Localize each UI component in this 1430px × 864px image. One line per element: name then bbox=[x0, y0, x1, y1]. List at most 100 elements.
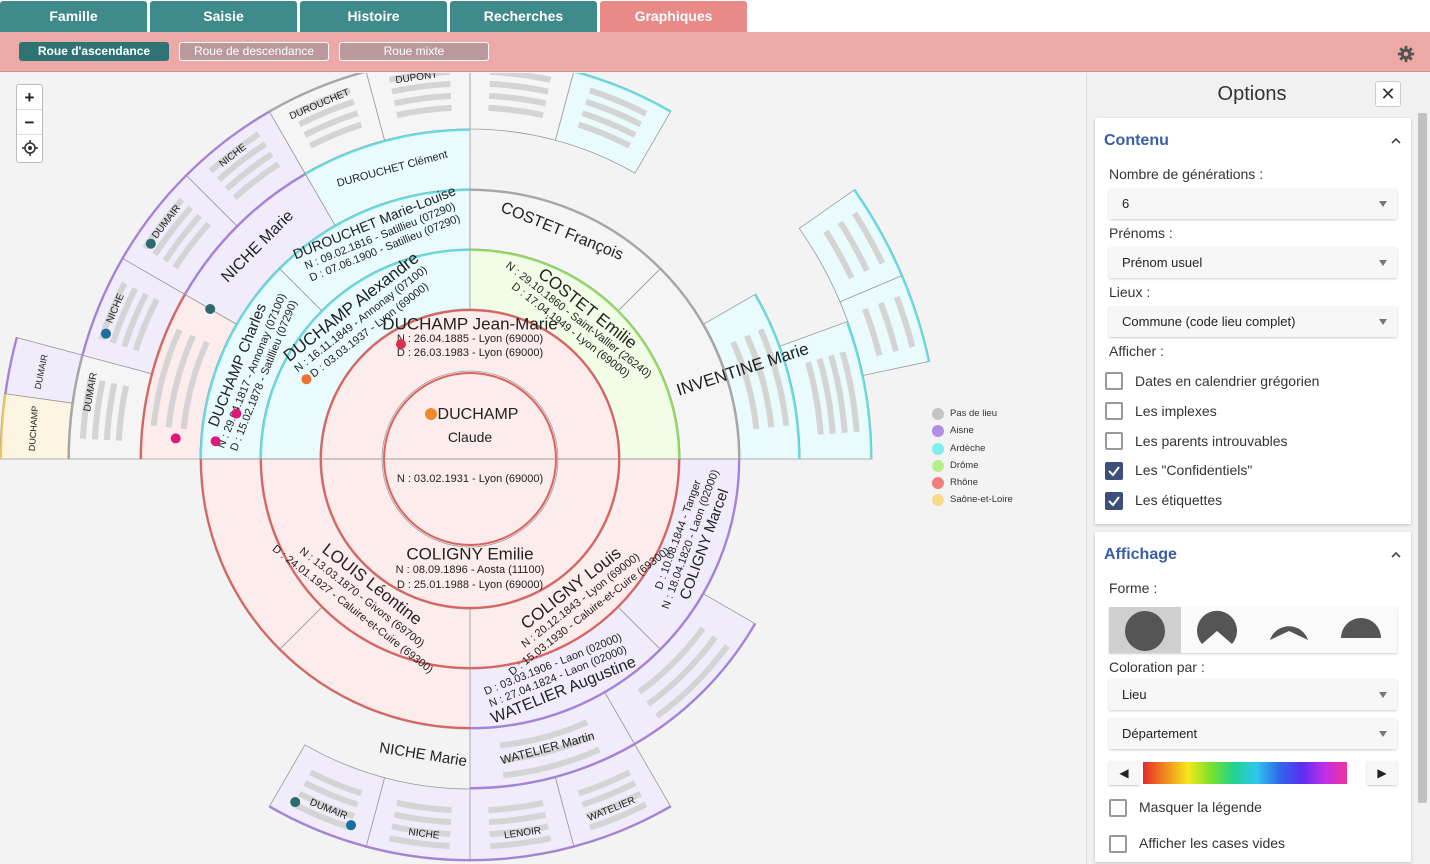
placeholder-bar bbox=[805, 361, 824, 435]
gen5-sector-rim bbox=[574, 73, 671, 113]
locate-icon bbox=[21, 140, 38, 156]
gen4-sector-rim bbox=[754, 294, 800, 460]
placeholder-bar bbox=[388, 73, 450, 83]
three-quarter-circle-icon bbox=[1197, 610, 1237, 644]
panel-scrollbar[interactable] bbox=[1414, 73, 1430, 864]
implexes-checkbox[interactable] bbox=[1105, 402, 1123, 420]
zoom-in-button[interactable]: + bbox=[17, 85, 42, 110]
placeholder-bar bbox=[581, 780, 637, 808]
gen1-birth: N : 26.04.1885 - Lyon (69000) bbox=[397, 333, 543, 345]
placeholder-bar bbox=[823, 229, 855, 280]
placeholder-bar bbox=[224, 151, 274, 192]
placeholder-bar bbox=[585, 98, 642, 128]
chevron-up-icon[interactable] bbox=[1391, 136, 1401, 146]
roue-mixte-button[interactable]: Roue mixte bbox=[339, 42, 489, 61]
zoom-out-button[interactable]: − bbox=[17, 110, 42, 135]
shape-half-circle-button[interactable] bbox=[1325, 607, 1397, 653]
coloration-select[interactable]: Lieu bbox=[1109, 679, 1397, 710]
placeholder-bar bbox=[79, 377, 94, 439]
shape-full-circle-button[interactable] bbox=[1109, 607, 1181, 653]
coloration-label: Coloration par : bbox=[1109, 659, 1205, 675]
chevron-up-icon[interactable] bbox=[1391, 550, 1401, 560]
dropdown-arrow-icon bbox=[1379, 319, 1387, 325]
gen3-sector-rim bbox=[200, 268, 281, 460]
fan-chart[interactable]: DUCHAMPDUMAIRDUMAIRNICHEDUMAIRNICHEDUROU… bbox=[0, 73, 1085, 863]
placeholder-bar bbox=[303, 780, 359, 808]
gen6-sector-rim bbox=[4, 337, 18, 394]
caret-right-icon: ▶ bbox=[1377, 766, 1387, 780]
tab-histoire[interactable]: Histoire bbox=[300, 1, 447, 32]
gen1-death: D : 26.03.1983 - Lyon (69000) bbox=[397, 347, 543, 359]
full-circle-icon bbox=[1125, 611, 1165, 651]
etiquettes-checkbox[interactable] bbox=[1105, 492, 1123, 510]
scrollbar-thumb[interactable] bbox=[1418, 113, 1427, 803]
dropdown-arrow-icon bbox=[1379, 692, 1387, 698]
placeholder-bar bbox=[489, 823, 549, 838]
parents-introuvables-checkbox[interactable] bbox=[1105, 432, 1123, 450]
placeholder-bar bbox=[851, 211, 885, 265]
cases-vides-checkbox[interactable] bbox=[1109, 835, 1127, 853]
placeholder-bar bbox=[577, 769, 631, 797]
placeholder-bar bbox=[309, 769, 363, 797]
recenter-button[interactable] bbox=[17, 135, 42, 160]
placeholder-bar bbox=[396, 799, 452, 814]
contenu-header[interactable]: Contenu bbox=[1104, 132, 1169, 149]
gen5-sector-rim bbox=[573, 805, 671, 848]
gradient-next-button[interactable]: ▶ bbox=[1367, 761, 1397, 785]
affichage-header[interactable]: Affichage bbox=[1104, 546, 1177, 563]
legend-swatch bbox=[932, 494, 944, 507]
tab-recherches[interactable]: Recherches bbox=[450, 1, 597, 32]
placeholder-bar bbox=[490, 835, 552, 850]
gen6-label: DUCHAMP bbox=[27, 405, 40, 451]
niveau-select[interactable]: Département bbox=[1109, 718, 1397, 749]
tab-graphiques[interactable]: Graphiques bbox=[600, 1, 747, 32]
legend-item: Drôme bbox=[930, 457, 1013, 474]
gen5-sector-rim bbox=[365, 845, 471, 861]
zoom-control: + − bbox=[16, 84, 43, 163]
main-tabs: Famille Saisie Histoire Recherches Graph… bbox=[0, 0, 1430, 32]
placeholder-bar bbox=[862, 307, 883, 357]
prenoms-select[interactable]: Prénom usuel bbox=[1109, 247, 1397, 278]
shape-three-quarter-button[interactable] bbox=[1181, 607, 1253, 653]
placeholder-bar bbox=[744, 334, 775, 428]
icon-dot bbox=[425, 408, 437, 420]
contenu-section: Contenu Nombre de générations : 6 Prénom… bbox=[1095, 118, 1411, 524]
placeholder-bar bbox=[577, 121, 631, 149]
gen1-name: COLIGNY Emilie bbox=[406, 544, 533, 563]
masquer-legende-checkbox[interactable] bbox=[1109, 799, 1127, 817]
gen2-sector-rim bbox=[469, 249, 680, 460]
placeholder-bar bbox=[150, 328, 183, 427]
close-button[interactable]: ✕ bbox=[1375, 81, 1401, 107]
color-gradient bbox=[1143, 762, 1347, 784]
gen6-sector-rim bbox=[900, 275, 930, 362]
placeholder-bar bbox=[298, 98, 355, 128]
gen2-sector-rim bbox=[260, 249, 471, 460]
roue-descendance-button[interactable]: Roue de descendance bbox=[179, 42, 329, 61]
confidentiels-checkbox[interactable] bbox=[1105, 462, 1123, 480]
tab-famille[interactable]: Famille bbox=[0, 1, 147, 32]
tab-saisie[interactable]: Saisie bbox=[150, 1, 297, 32]
gradient-prev-button[interactable]: ◀ bbox=[1109, 761, 1139, 785]
cases-vides-label: Afficher les cases vides bbox=[1139, 835, 1286, 851]
shape-two-third-button[interactable] bbox=[1253, 607, 1325, 653]
generations-select[interactable]: 6 bbox=[1109, 188, 1397, 219]
gen3-sector-rim bbox=[469, 648, 661, 729]
lieux-select[interactable]: Commune (code lieu complet) bbox=[1109, 306, 1397, 337]
roue-ascendance-button[interactable]: Roue d'ascendance bbox=[19, 42, 169, 61]
gen4-label: NICHE Marie bbox=[378, 739, 468, 770]
dropdown-arrow-icon bbox=[1379, 260, 1387, 266]
gregorian-checkbox[interactable] bbox=[1105, 372, 1123, 390]
legend-swatch bbox=[932, 459, 944, 472]
half-circle-icon bbox=[1341, 618, 1381, 638]
caret-left-icon: ◀ bbox=[1119, 766, 1129, 780]
gen4-sector-rim bbox=[184, 173, 307, 296]
placeholder-bar bbox=[490, 73, 552, 83]
legend: Pas de lieu Aisne Ardèche Drôme Rhône Sa… bbox=[930, 405, 1013, 509]
gear-icon[interactable] bbox=[1397, 45, 1415, 63]
implexes-label: Les implexes bbox=[1135, 403, 1217, 419]
icon-dot bbox=[170, 433, 181, 444]
placeholder-bar bbox=[292, 87, 352, 117]
placeholder-bar bbox=[152, 205, 194, 257]
placeholder-bar bbox=[142, 197, 185, 250]
chart-type-bar: Roue d'ascendance Roue de descendance Ro… bbox=[0, 32, 1430, 72]
